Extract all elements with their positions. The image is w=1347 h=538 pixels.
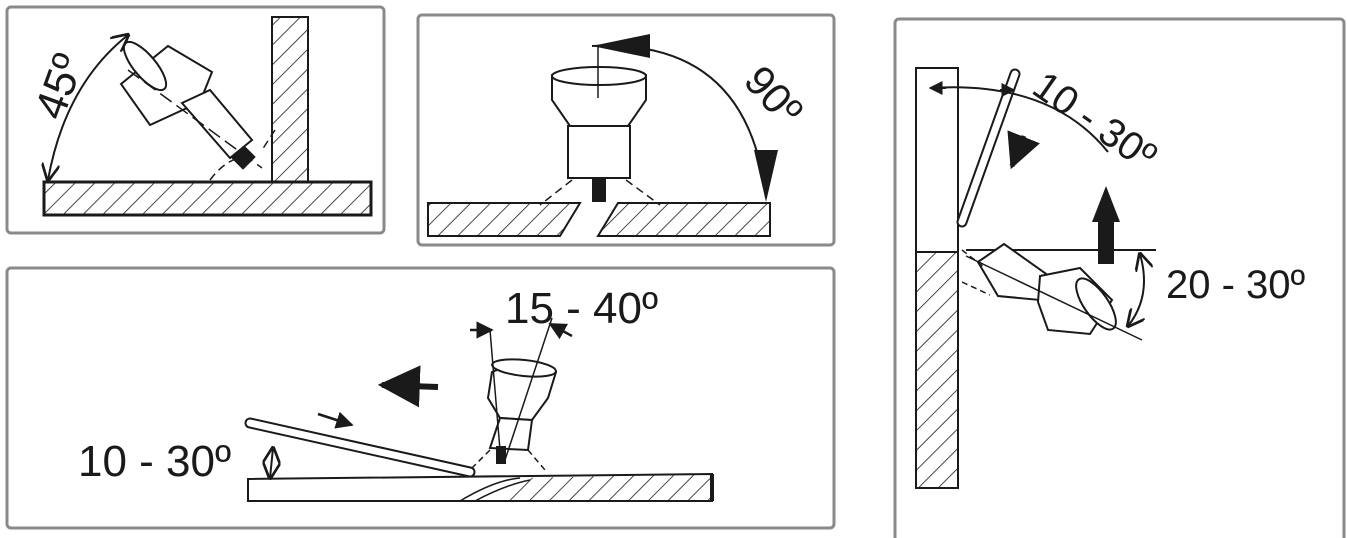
vertical-plate <box>271 16 309 183</box>
weld-pool <box>459 477 531 502</box>
vertical-workpiece-top <box>915 67 959 253</box>
angle-arc <box>48 35 128 180</box>
torch <box>486 358 558 452</box>
torch-axis <box>127 69 263 169</box>
panel-butt-weld: 90º <box>416 13 836 247</box>
torch-axis <box>965 255 1143 341</box>
torch-axis-tilted <box>504 317 553 461</box>
panel-frame <box>893 17 1346 538</box>
rod-angle-arc <box>270 448 273 478</box>
weld-bead <box>496 446 506 464</box>
panel-fillet-weld: 45º <box>5 5 386 235</box>
torch-angle-arc <box>1128 254 1144 326</box>
rod-feed-arrow <box>317 411 354 429</box>
torch <box>551 66 647 179</box>
gas-cone <box>469 449 546 471</box>
gas-cone <box>209 129 276 181</box>
torch-angle-label: 20 - 30º <box>1166 263 1306 307</box>
vertical-workpiece-hatched <box>915 251 959 489</box>
left-plate <box>427 202 582 237</box>
rod-angle-arc <box>929 86 1109 153</box>
panel-flat-filler: 15 - 40º 10 - 30º <box>5 266 836 530</box>
gas-cone <box>539 179 661 206</box>
travel-direction-arrow <box>377 365 439 408</box>
weld-seam-hatch <box>505 474 712 501</box>
panel-vertical-up: 10 - 30º 20 - 30º <box>893 17 1346 538</box>
right-plate <box>596 202 771 237</box>
torch <box>119 40 254 160</box>
rod-feed-arrow <box>1007 130 1040 170</box>
torch-angle-label: 15 - 40º <box>505 284 658 333</box>
filler-rod <box>956 68 1021 228</box>
arrow-head-left <box>592 34 650 58</box>
rod-angle-label: 10 - 30º <box>78 437 231 486</box>
travel-direction-arrow <box>1098 218 1114 264</box>
filler-rod <box>244 417 476 478</box>
torch-axis <box>489 329 501 451</box>
arrow-head-down <box>754 150 778 202</box>
base-plate <box>42 180 373 217</box>
weld-bead <box>592 178 606 202</box>
